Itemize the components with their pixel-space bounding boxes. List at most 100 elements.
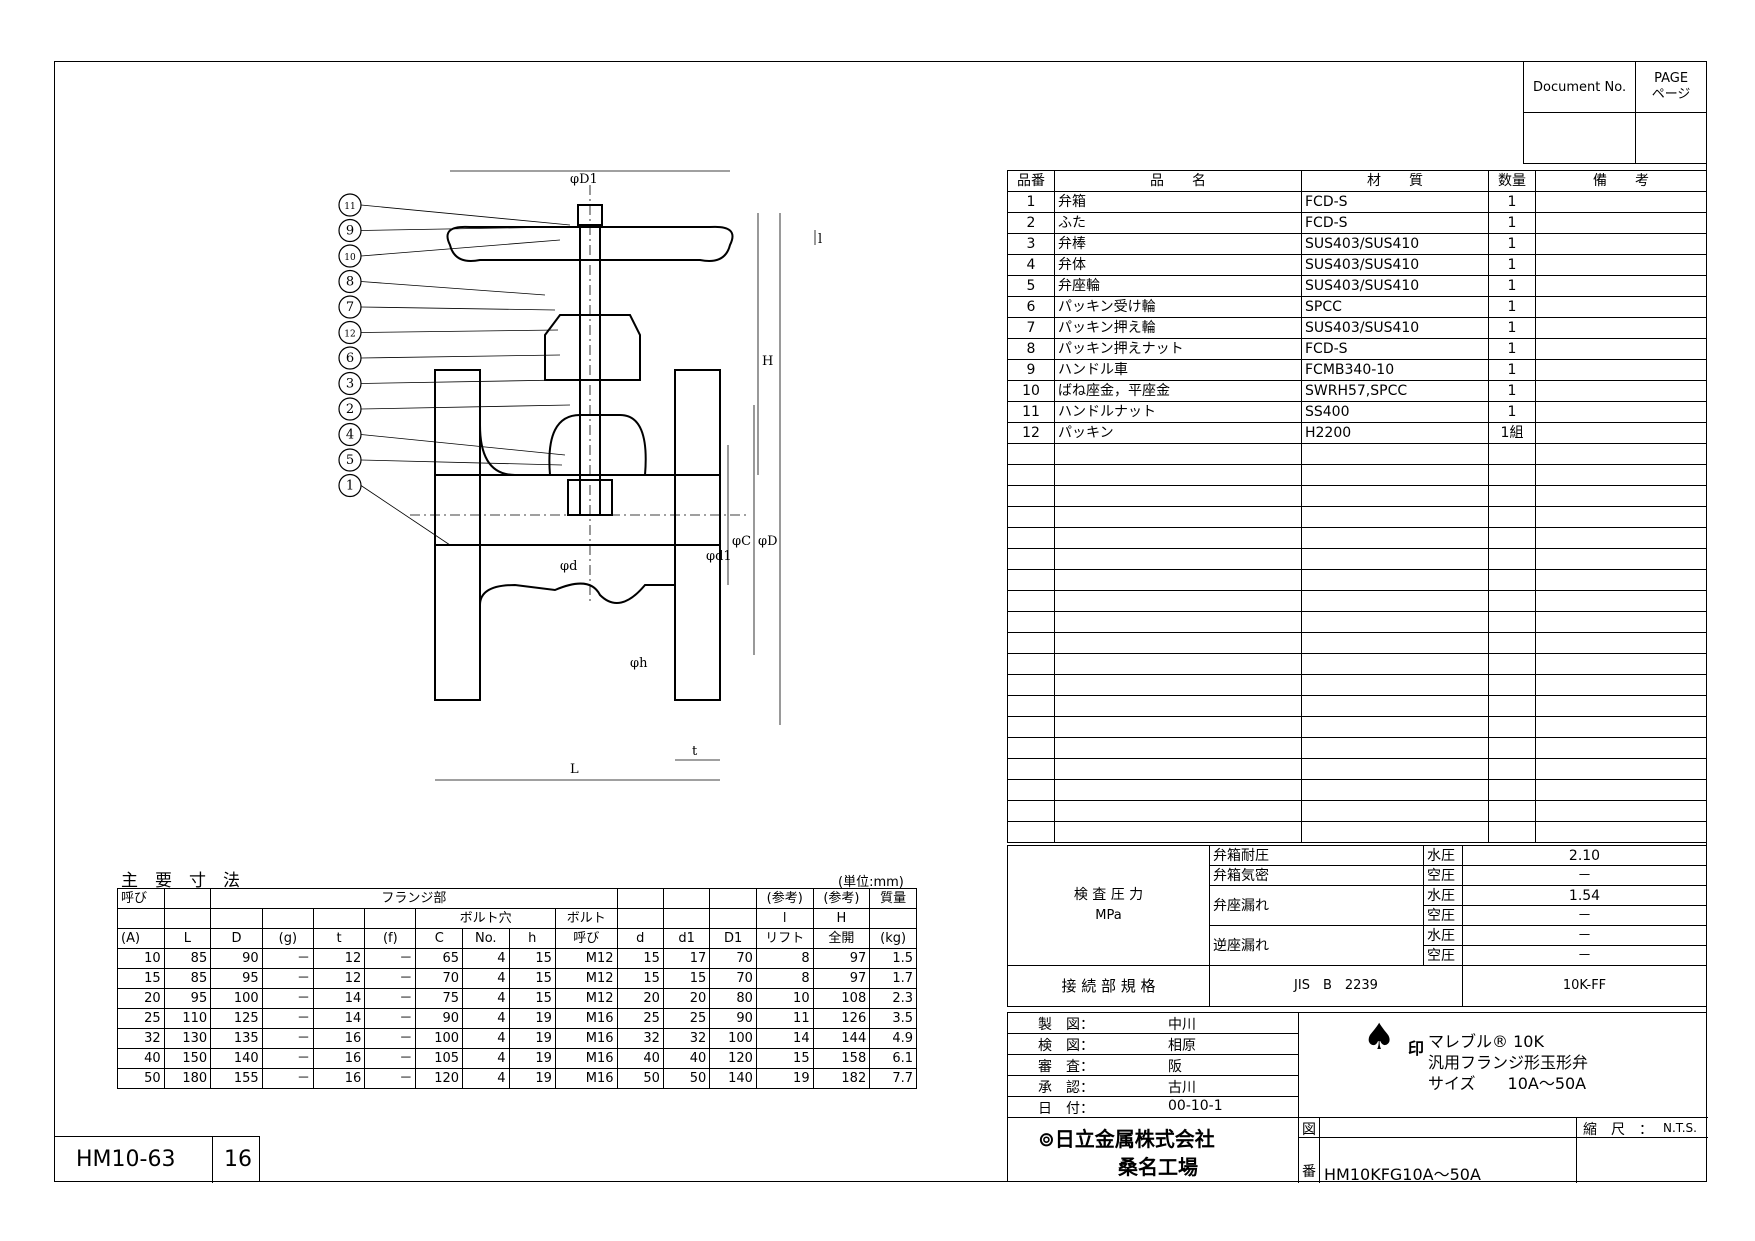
- seat-water-value: 1.54: [1462, 885, 1707, 906]
- parts-cell-no: 9: [1007, 359, 1055, 381]
- bonnet: [544, 314, 641, 381]
- parts-cell-note: [1535, 233, 1707, 255]
- parts-cell-no: [1007, 590, 1055, 612]
- dims-cell: 19: [508, 1048, 556, 1069]
- approval-name: 阪: [1168, 1059, 1182, 1075]
- parts-cell-qty: [1488, 506, 1536, 528]
- inspection-title: 検 査 圧 力: [1073, 887, 1144, 903]
- page-label-jp: ページ: [1651, 87, 1691, 102]
- parts-row: [1007, 548, 1707, 570]
- body-air-label: 弁箱気密: [1209, 865, 1424, 886]
- dims-cell: 15: [508, 968, 556, 989]
- parts-cell-qty: [1488, 674, 1536, 696]
- balloon-leader: [360, 204, 571, 226]
- dims-cell: 144: [812, 1028, 871, 1049]
- parts-cell-qty: [1488, 632, 1536, 654]
- dims-cell: 32: [662, 1028, 711, 1049]
- dims-cell: 8: [755, 948, 814, 969]
- dims-cell: －: [261, 1008, 314, 1029]
- dims-cell: M12: [554, 968, 618, 989]
- dim-l-label: l: [818, 232, 822, 247]
- parts-cell-no: 4: [1007, 254, 1055, 276]
- balloon-number: 2: [346, 402, 354, 417]
- seat-leak-label: 弁座漏れ: [1209, 885, 1424, 926]
- dims-cell: 25: [117, 1008, 165, 1029]
- parts-cell-material: H2200: [1301, 422, 1489, 444]
- parts-cell-qty: [1488, 548, 1536, 570]
- dims-cell: 126: [812, 1008, 871, 1029]
- document-number-box: Document No. PAGE ページ: [1522, 61, 1707, 164]
- parts-cell-no: [1007, 800, 1055, 822]
- parts-cell-name: [1054, 821, 1302, 843]
- dims-cell: －: [364, 1048, 417, 1069]
- dims-cell: 4.9: [869, 1028, 917, 1049]
- parts-row: [1007, 716, 1707, 738]
- balloon-leader: [360, 379, 563, 384]
- dims-cell: 90: [709, 1008, 757, 1029]
- parts-cell-material: FCD-S: [1301, 191, 1489, 213]
- dims-cell: 90: [210, 948, 263, 969]
- dims-cell: －: [364, 948, 417, 969]
- balloon-number: 10: [344, 253, 356, 263]
- dims-cell: 7.7: [869, 1068, 917, 1089]
- dims-cell: M16: [554, 1068, 618, 1089]
- dims-cell: M16: [554, 1008, 618, 1029]
- parts-cell-name: [1054, 506, 1302, 528]
- dims-header: C: [415, 928, 464, 949]
- balloon-circle: [338, 320, 362, 345]
- balloon-number: 7: [346, 300, 354, 315]
- dims-cell: －: [261, 1048, 314, 1069]
- parts-cell-no: [1007, 695, 1055, 717]
- balloon-circle: [338, 448, 362, 472]
- parts-cell-note: [1535, 506, 1707, 528]
- parts-cell-qty: [1488, 716, 1536, 738]
- dims-cell: 50: [662, 1068, 711, 1089]
- parts-cell-name: ふた: [1054, 212, 1302, 234]
- parts-cell-note: [1535, 296, 1707, 318]
- parts-cell-qty: 1: [1488, 317, 1536, 339]
- dims-cell: 11: [755, 1008, 814, 1029]
- parts-cell-no: 6: [1007, 296, 1055, 318]
- parts-cell-no: 11: [1007, 401, 1055, 423]
- dims-cell: 4: [462, 1008, 510, 1029]
- parts-row: [1007, 590, 1707, 612]
- dim-H-label: H: [762, 354, 773, 369]
- company-logo-icon: ⊚: [1038, 1127, 1055, 1151]
- dims-cell: －: [261, 948, 314, 969]
- parts-cell-material: SS400: [1301, 401, 1489, 423]
- approval-role: 検 図：: [1038, 1038, 1094, 1054]
- balloon-leader: [360, 281, 546, 296]
- parts-cell-note: [1535, 800, 1707, 822]
- connection-type: 10K-FF: [1462, 965, 1707, 1007]
- product-title: マレブル® 10K 汎用フランジ形玉形弁 サイズ 10A～50A: [1428, 1031, 1588, 1094]
- dims-cell: 32: [117, 1028, 165, 1049]
- dim-t-label: t: [692, 744, 698, 759]
- drawing-zu-label: 図: [1302, 1122, 1316, 1138]
- dims-header-empty: [210, 908, 263, 929]
- parts-cell-qty: 1: [1488, 380, 1536, 402]
- parts-cell-qty: [1488, 464, 1536, 486]
- balloon-circle: [338, 244, 362, 268]
- dim-h-label: φh: [630, 656, 648, 671]
- parts-cell-note: [1535, 548, 1707, 570]
- dims-header: H: [812, 908, 871, 929]
- dims-header: No.: [462, 928, 510, 949]
- parts-cell-material: [1301, 800, 1489, 822]
- air-label: 空圧: [1423, 905, 1463, 926]
- connection-standard: JIS B 2239: [1209, 965, 1463, 1007]
- parts-cell-material: [1301, 506, 1489, 528]
- parts-cell-name: ハンドル車: [1054, 359, 1302, 381]
- parts-cell-qty: [1488, 737, 1536, 759]
- dims-cell: 6.1: [869, 1048, 917, 1069]
- approval-role: 承 認：: [1038, 1080, 1094, 1096]
- parts-cell-note: [1535, 443, 1707, 465]
- dims-header: 呼び: [117, 888, 165, 909]
- parts-cell-name: [1054, 527, 1302, 549]
- dims-cell: －: [364, 1008, 417, 1029]
- dims-cell: 65: [415, 948, 464, 969]
- dims-cell: 15: [755, 1048, 814, 1069]
- approval-row: 日 付：00-10-1: [1008, 1097, 1298, 1117]
